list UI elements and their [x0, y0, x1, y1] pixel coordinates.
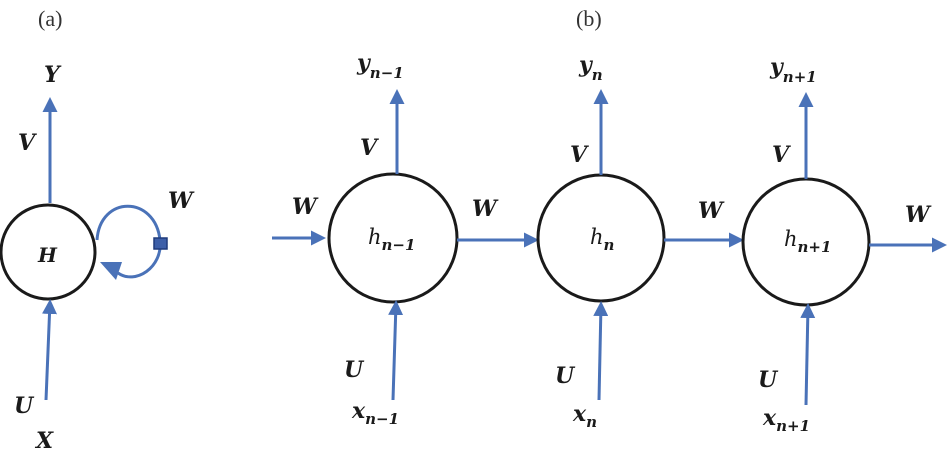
hidden-label-n: hn: [590, 225, 614, 254]
hidden-node-a: [0, 203, 97, 301]
weight-label-v-n-plus-1: V: [772, 142, 791, 168]
caption-b: (b): [576, 6, 602, 31]
weight-label-u-n-plus-1: U: [758, 367, 779, 393]
weight-label-u-a: U: [14, 393, 35, 419]
incoming-weight-label-w: W: [292, 194, 319, 220]
hidden-label-n-minus-1: hn−1: [368, 225, 415, 254]
input-arrow-n-minus-1: [388, 300, 404, 401]
input-label-x: X: [34, 428, 54, 453]
weight-label-v-n-minus-1: V: [360, 135, 379, 161]
output-label-y: Y: [44, 62, 62, 88]
delay-square-icon: [153, 237, 168, 250]
weight-label-u-n-minus-1: U: [344, 357, 365, 383]
recurrent-weight-label-w: W: [168, 188, 195, 214]
output-label-n-plus-1: yn+1: [769, 54, 817, 86]
input-arrow-a: [42, 299, 58, 401]
input-label-n: xn: [572, 401, 597, 431]
input-arrow-n: [593, 301, 609, 401]
caption-a: (a): [38, 6, 62, 31]
input-label-n-minus-1: xn−1: [351, 398, 399, 428]
weight-label-v-a: V: [18, 130, 37, 156]
output-label-n: yn: [578, 52, 603, 84]
weight-label-w-1: W: [472, 196, 499, 222]
weight-label-w-2: W: [698, 198, 725, 224]
output-label-n-minus-1: yn−1: [356, 50, 404, 82]
loop-arrow-head: [100, 262, 122, 280]
input-label-n-plus-1: xn+1: [762, 405, 810, 435]
hidden-label-n-plus-1: hn+1: [784, 227, 831, 256]
weight-label-w-3: W: [905, 202, 932, 228]
recurrent-loop-arrow: [95, 204, 162, 279]
weight-label-v-n: V: [570, 142, 589, 168]
hidden-label-h: H: [37, 243, 58, 267]
input-arrow-n-plus-1: [800, 303, 816, 406]
weight-label-u-n: U: [555, 363, 576, 389]
